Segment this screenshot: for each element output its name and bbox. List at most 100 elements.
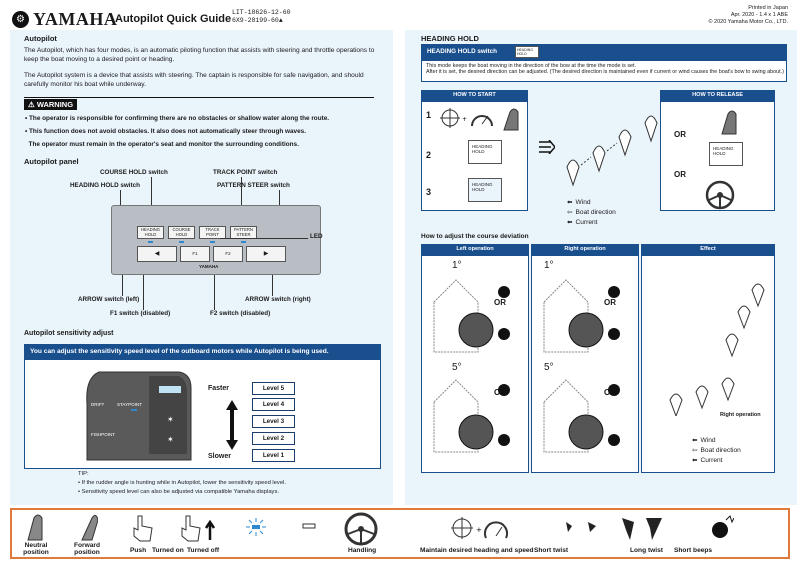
right-operation-box: 1° OR 5° OR: [531, 255, 639, 473]
or-label: OR: [494, 298, 506, 307]
current-arrow-icon: ⬅: [692, 457, 698, 464]
right-panel: HEADING HOLD HEADING HOLD switch HEADING…: [405, 30, 797, 505]
left-operation-illustration: [433, 279, 510, 453]
sensitivity-box: ✶ ✶ DRIFT STAYPOINT FISHPOINT Faster Slo…: [24, 359, 381, 469]
arrow-right-icon: ▶: [263, 251, 269, 257]
svg-text:+: +: [462, 116, 467, 123]
tip-2: • Sensitivity speed level can also be ad…: [78, 489, 279, 495]
right-operation-illustration: [543, 279, 620, 453]
step-2: 2: [426, 150, 432, 160]
led-indicator: [148, 241, 153, 243]
warning-item: The operator must remain in the operator…: [25, 141, 299, 148]
boat-arrow-icon: ⇦: [692, 447, 698, 454]
lever-neutral-icon: [27, 514, 43, 541]
f1-callout: F1 switch (disabled): [110, 310, 171, 317]
level-3: Level 3: [252, 415, 295, 428]
legend-forward: Forward position: [73, 542, 100, 556]
led-off-icon: [302, 523, 316, 529]
degree-5: 5°: [544, 362, 554, 373]
right-operation-header: Right operation: [531, 244, 639, 255]
panel-brand: YAMAHA: [199, 264, 219, 269]
effect-header: Effect: [641, 244, 775, 255]
arrow-left-icon: ◀: [154, 251, 160, 257]
legend-turned-off: Turned off: [187, 547, 220, 554]
leader-line: [272, 275, 273, 296]
legend-handling: Handling: [348, 547, 377, 554]
legend-current-label: Current: [700, 456, 723, 464]
track-point-callout: TRACK POINT switch: [213, 169, 278, 176]
heading-hold-switch[interactable]: HEADING HOLD: [137, 226, 164, 239]
or-label: OR: [604, 298, 616, 307]
warning-label: WARNING: [36, 100, 74, 109]
or-label: OR: [674, 130, 686, 139]
effect-illustration: [669, 283, 765, 416]
degree-1: 1°: [544, 260, 554, 271]
current-arrow-icon: ⬅: [567, 219, 573, 226]
legend-wind: ⬅Wind: [567, 198, 591, 207]
sensitivity-banner: You can adjust the sensitivity speed lev…: [24, 344, 381, 359]
panel-heading: Autopilot panel: [24, 157, 79, 166]
arrow-right-callout: ARROW switch (right): [245, 296, 311, 303]
steering-wheel-icon: [344, 512, 378, 546]
sensitivity-heading: Autopilot sensitivity adjust: [24, 330, 114, 337]
faster-label: Faster: [208, 385, 230, 392]
print-info: Printed in Japan Apr. 2020 - 1.4 x 1 ABE…: [708, 5, 788, 26]
doc-number-2: 6X9-28199-60: [232, 17, 279, 24]
print-line-1: Printed in Japan: [748, 5, 788, 11]
steering-wheel-icon: [705, 180, 735, 210]
f2-switch[interactable]: F2: [213, 246, 243, 262]
tip-1: • If the rudder angle is hunting while i…: [78, 480, 286, 486]
heading-hold-desc-1: This mode keeps the boat moving in the d…: [426, 63, 637, 69]
push-hand-icon: [133, 515, 153, 542]
legend-current: ⬅Current: [567, 218, 598, 227]
triangle-icon: ▲: [278, 17, 283, 24]
f2-callout: F2 switch (disabled): [210, 310, 271, 317]
icon-legend-bar: Neutral position Forward position Push T…: [10, 508, 790, 559]
legend-wind-label: Wind: [575, 198, 591, 206]
leader-line: [241, 177, 242, 225]
pattern-steer-callout: PATTERN STEER switch: [217, 182, 290, 189]
arrow-left-switch[interactable]: ◀: [137, 246, 177, 262]
f1-switch[interactable]: F1: [180, 246, 210, 262]
remote-control-illustration: ✶ ✶ DRIFT STAYPOINT FISHPOINT: [86, 371, 192, 461]
led-on-icon: [246, 518, 266, 536]
svg-text:+: +: [476, 526, 482, 534]
how-to-release-box: HEADING HOLD: [660, 101, 775, 211]
legend-maintain: Maintain desired heading and speed: [420, 547, 534, 554]
legend-long-twist: Long twist: [630, 547, 663, 554]
left-operation-box: 1° OR 5° OR: [421, 255, 529, 473]
step-1: 1: [426, 110, 432, 120]
up-down-arrow-icon: [226, 400, 238, 450]
heading-hold-desc-box: This mode keeps the boat moving in the d…: [421, 60, 787, 82]
warning-item: • This function does not avoid obstacles…: [25, 128, 306, 135]
left-operation-header: Left operation: [421, 244, 529, 255]
autopilot-desc-1: The Autopilot, which has four modes, is …: [24, 47, 375, 63]
step-3: 3: [426, 187, 432, 197]
wind-arrow-icon: ⬅: [567, 199, 573, 206]
heading-hold-switch-label: HEADING HOLD switch: [427, 48, 497, 55]
legend-short-twist: Short twist: [534, 547, 569, 554]
degree-5: 5°: [452, 362, 462, 373]
level-4: Level 4: [252, 398, 295, 411]
beep-icon: [712, 515, 734, 538]
leader-line: [122, 275, 123, 296]
remote-label-drift: DRIFT: [91, 402, 104, 407]
svg-text:✶: ✶: [167, 435, 174, 444]
warning-list: • The operator is responsible for confir…: [25, 112, 329, 151]
course-hold-switch[interactable]: COURSE HOLD: [168, 226, 195, 239]
step-2-switch: HEADING HOLD: [468, 140, 502, 164]
legend-short-beeps: Short beeps: [674, 547, 713, 554]
legend-neutral: Neutral position: [23, 542, 49, 556]
tip-label: TIP:: [78, 471, 89, 477]
wind-arrow-icon: ⬅: [692, 437, 698, 444]
tuning-fork-icon: ⚙: [12, 11, 29, 28]
track-point-switch[interactable]: TRACK POINT: [199, 226, 226, 239]
svg-text:✶: ✶: [167, 415, 174, 424]
led-callout: LED: [310, 233, 323, 240]
remote-label-staypoint: STAYPOINT: [117, 402, 142, 407]
pattern-steer-switch[interactable]: PATTERN STEER: [230, 226, 257, 239]
warning-rule: [24, 97, 374, 98]
arrow-right-switch[interactable]: ▶: [246, 246, 286, 262]
course-hold-callout: COURSE HOLD switch: [100, 169, 168, 176]
remote-label-fishpoint: FISHPOINT: [91, 432, 115, 437]
